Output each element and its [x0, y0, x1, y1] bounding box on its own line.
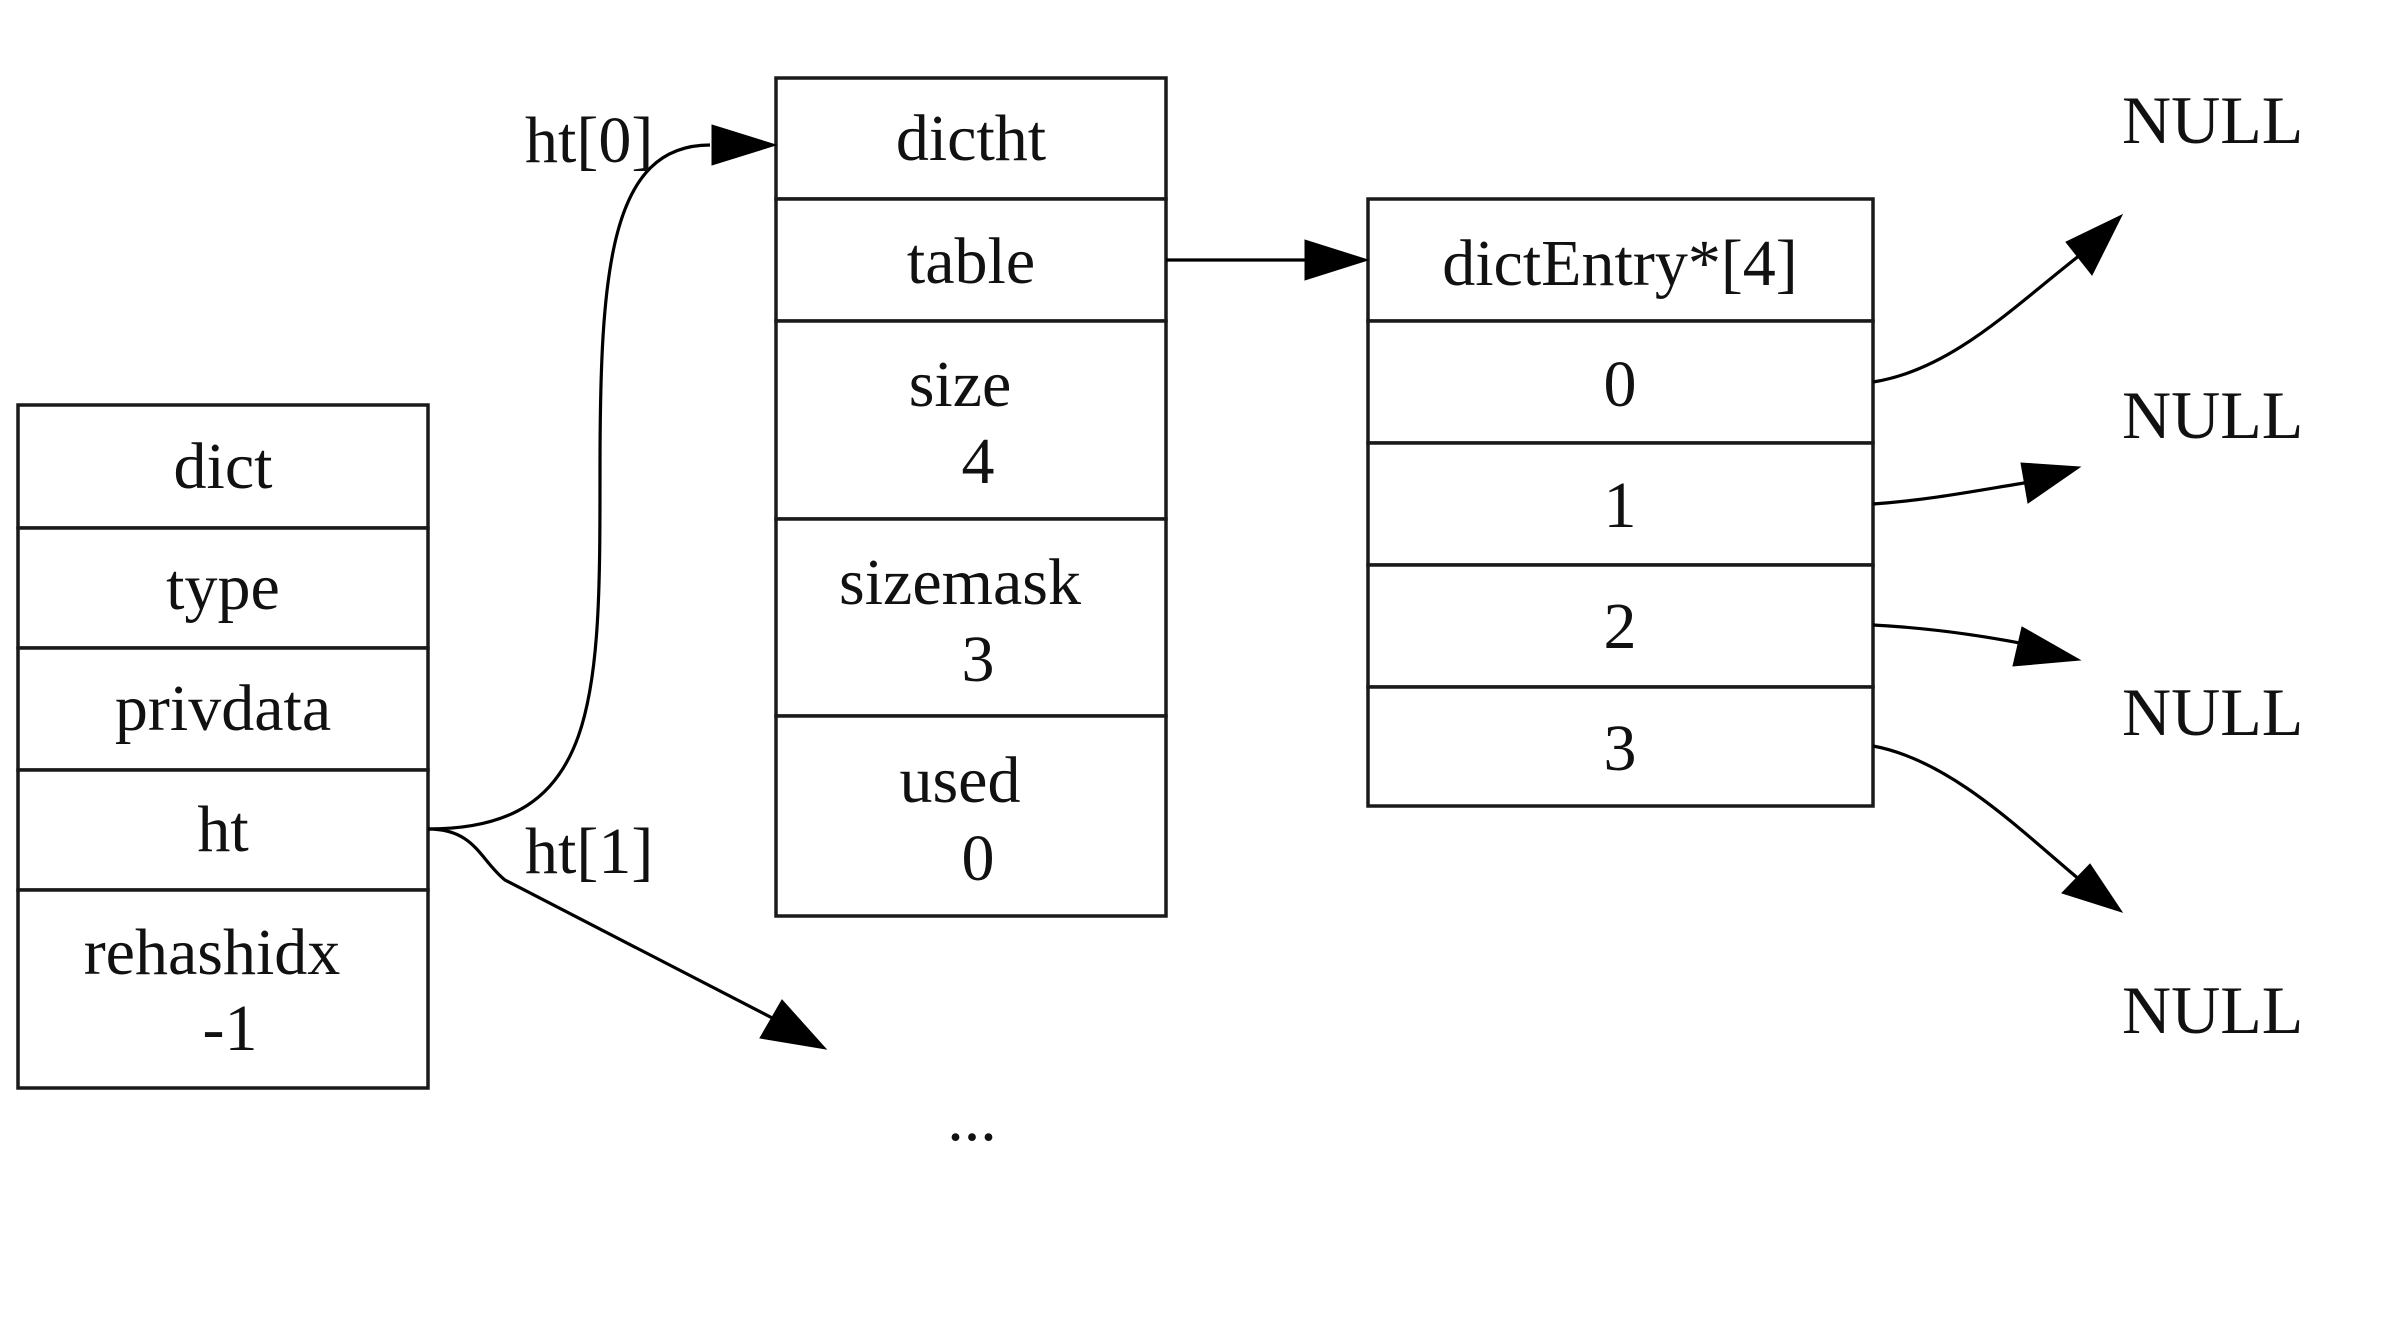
ellipsis-placeholder: ...	[947, 1082, 997, 1155]
dictentry-slot-3-label: 3	[1604, 712, 1637, 785]
dict-privdata-cell	[16, 646, 430, 772]
dictht-sizemask-value: 3	[962, 623, 995, 696]
dictentry-title-cell	[1366, 197, 1875, 323]
dictht-size-value: 4	[962, 425, 995, 498]
edge-slot-3	[1872, 744, 2082, 882]
dict-title-cell	[16, 403, 430, 530]
dictentry-slot-2	[1366, 563, 1875, 689]
dictht-node: dictht table size 4 sizemask 3 used 0	[774, 76, 1168, 918]
dict-rehashidx-label: rehashidx	[84, 916, 341, 989]
null-label-0: NULL	[2122, 82, 2303, 158]
dict-type-label: type	[166, 551, 280, 624]
dictentry-slot-1-label: 1	[1604, 469, 1637, 542]
dict-rehashidx-cell	[16, 888, 430, 1090]
dictht-title: dictht	[896, 102, 1046, 175]
dictht-title-cell	[774, 76, 1168, 201]
edge-table-arrowhead	[1304, 239, 1370, 281]
edge-ht0-arrowhead	[711, 124, 778, 166]
edge-slot-1	[1872, 480, 2031, 506]
edge-slot-1-arrowhead	[2020, 462, 2082, 504]
edge-ht0-label: ht[0]	[525, 104, 653, 177]
null-label-1: NULL	[2122, 377, 2303, 453]
dictht-sizemask-label: sizemask	[839, 546, 1081, 619]
dictentry-array-node: dictEntry*[4] 0 1 2 3	[1366, 197, 1875, 808]
dictht-table-label: table	[907, 225, 1035, 298]
dictentry-slot-0-label: 0	[1604, 348, 1637, 421]
edge-slot-2-arrowhead	[2012, 626, 2082, 667]
dictht-size-label: size	[909, 348, 1012, 421]
edge-ht1	[427, 827, 781, 1024]
dictentry-slot-2-label: 2	[1604, 590, 1637, 663]
edge-slot-0	[1872, 253, 2081, 384]
dict-rehashidx-value: -1	[203, 992, 258, 1065]
dict-node: dict type privdata ht rehashidx -1	[16, 403, 430, 1090]
dictentry-title: dictEntry*[4]	[1442, 227, 1798, 300]
edge-slot-2	[1872, 623, 2031, 647]
dictht-used-label: used	[900, 744, 1021, 817]
edge-ht0	[427, 143, 711, 831]
dict-type-cell	[16, 526, 430, 650]
dict-title: dict	[174, 430, 273, 503]
dictht-used-cell	[774, 714, 1168, 918]
dictht-used-value: 0	[962, 822, 995, 895]
dict-privdata-label: privdata	[115, 672, 331, 745]
edge-slot-3-arrowhead	[2061, 863, 2124, 913]
null-labels: NULL NULL NULL NULL	[2122, 82, 2303, 1048]
edges: ht[0] ht[1]	[427, 104, 2124, 1050]
edge-slot-0-arrowhead	[2065, 213, 2124, 276]
dict-ht-label: ht	[197, 793, 248, 866]
null-label-3: NULL	[2122, 972, 2303, 1048]
dictentry-slot-0	[1366, 319, 1875, 445]
edge-ht1-label: ht[1]	[525, 815, 653, 888]
null-label-2: NULL	[2122, 674, 2303, 750]
dictht-size-cell	[774, 319, 1168, 521]
edge-ht1-arrowhead	[759, 999, 828, 1050]
